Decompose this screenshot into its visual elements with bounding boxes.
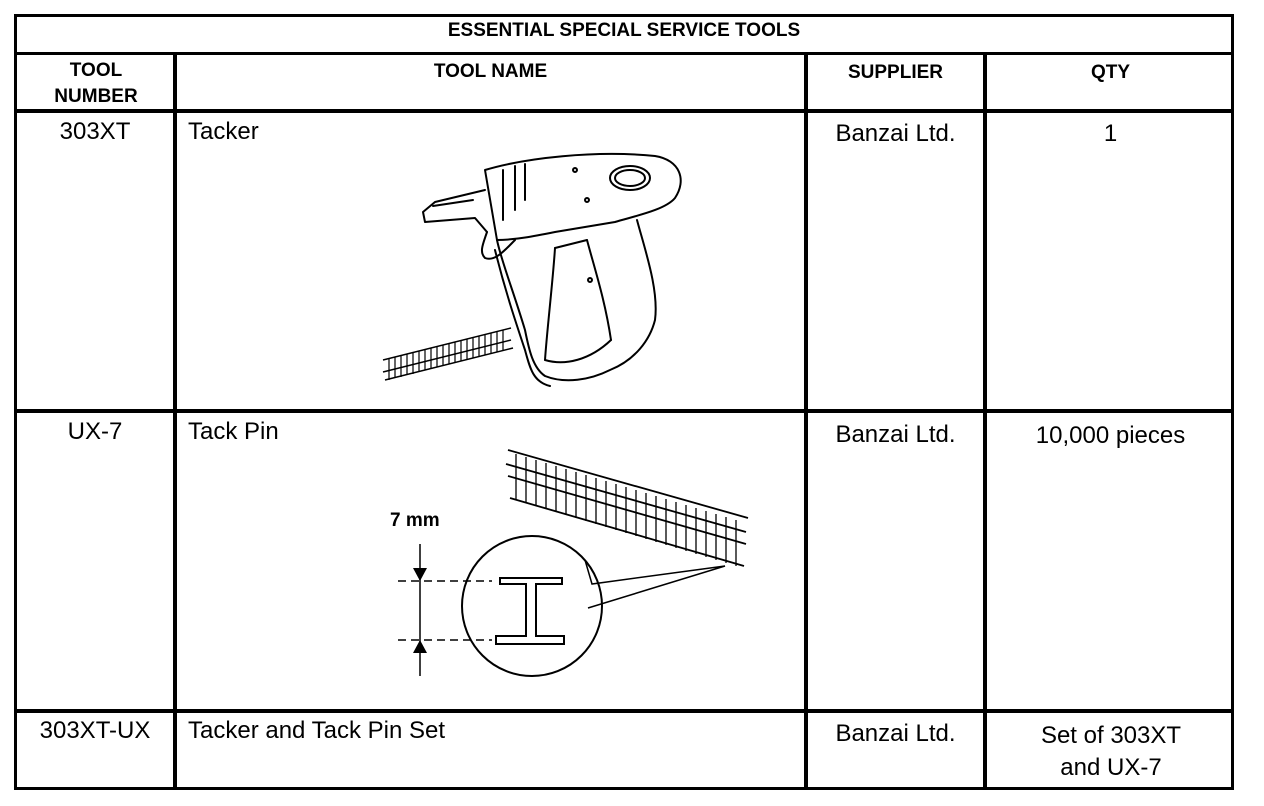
header-divider xyxy=(14,109,1234,113)
tacker-gun-icon xyxy=(382,152,682,387)
row1-tool-number: 303XT xyxy=(59,118,131,145)
row1-tool-name: Tacker xyxy=(188,118,259,145)
row3-tool-name: Tacker and Tack Pin Set xyxy=(188,717,446,744)
row1-qty: 1 xyxy=(1103,120,1118,147)
row2-divider xyxy=(14,709,1234,713)
row1-divider xyxy=(14,409,1234,413)
row2-qty: 10,000 pieces xyxy=(1035,422,1186,449)
header-supplier: SUPPLIER xyxy=(847,62,944,83)
title-divider xyxy=(14,52,1234,55)
col2-divider xyxy=(804,52,808,790)
special-tools-table xyxy=(14,14,1234,790)
table-title: ESSENTIAL SPECIAL SERVICE TOOLS xyxy=(447,20,801,41)
header-tool-name: TOOL NAME xyxy=(433,61,548,82)
header-qty: QTY xyxy=(1090,62,1131,83)
row2-tool-name: Tack Pin xyxy=(188,418,279,445)
col3-divider xyxy=(983,52,987,790)
col1-divider xyxy=(173,52,177,790)
row3-tool-number: 303XT-UX xyxy=(39,717,151,744)
row1-supplier: Banzai Ltd. xyxy=(835,120,956,147)
header-tool-number: TOOL NUMBER xyxy=(54,60,138,107)
dimension-label: 7 mm xyxy=(390,510,440,531)
row2-tool-number: UX-7 xyxy=(67,418,123,445)
row3-supplier: Banzai Ltd. xyxy=(835,720,956,747)
row2-supplier: Banzai Ltd. xyxy=(835,421,956,448)
row3-qty: Set of 303XT and UX-7 xyxy=(1040,722,1182,781)
tack-pin-strip-icon xyxy=(398,449,749,677)
